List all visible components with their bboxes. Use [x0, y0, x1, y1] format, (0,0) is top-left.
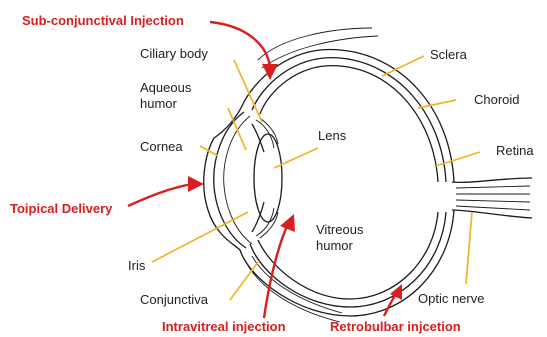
label-ciliary-body: Ciliary body	[140, 46, 208, 61]
label-conjunctiva: Conjunctiva	[140, 292, 209, 307]
label-subconjunctival-injection: Sub-conjunctival Injection	[22, 13, 184, 28]
cornea-inner	[224, 116, 252, 244]
label-aqueous-humor-line2: humor	[140, 96, 178, 111]
label-retrobulbar-injection: Retrobulbar injcetion	[330, 319, 461, 334]
leader-lines	[152, 56, 480, 300]
label-cornea: Cornea	[140, 139, 183, 154]
label-retina: Retina	[496, 143, 534, 158]
optic-nerve-shape	[452, 178, 532, 218]
label-vitreous-humor-line2: humor	[316, 238, 354, 253]
label-vitreous-humor-line1: Vitreous	[316, 222, 364, 237]
retina-wall	[258, 66, 438, 299]
eye-outline	[204, 28, 532, 322]
label-aqueous-humor-line1: Aqueous	[140, 80, 192, 95]
subconjunctival-arrowhead	[262, 64, 278, 80]
leader-conjunctiva	[230, 262, 258, 300]
optic-nerve-fibers	[456, 186, 530, 210]
leader-choroid	[418, 100, 456, 108]
topical-arrow	[128, 184, 192, 206]
label-choroid: Choroid	[474, 92, 520, 107]
label-lens: Lens	[318, 128, 347, 143]
lens-shape	[254, 134, 282, 222]
upper-eyelid-tissue	[258, 28, 372, 60]
label-intravitreal-injection: Intravitreal injection	[162, 319, 286, 334]
intravitreal-arrowhead	[280, 214, 295, 232]
upper-eyelid-tissue-inner	[262, 36, 378, 68]
label-sclera: Sclera	[430, 47, 468, 62]
sclera-wall	[204, 50, 454, 316]
label-optic-nerve: Optic nerve	[418, 291, 484, 306]
label-iris: Iris	[128, 258, 146, 273]
label-topical-delivery: Toipical Delivery	[10, 201, 113, 216]
subconjunctival-arrow	[210, 22, 270, 68]
delivery-arrows	[128, 22, 402, 318]
topical-arrowhead	[188, 176, 204, 192]
leader-sclera	[382, 56, 424, 76]
leader-optic-nerve	[466, 212, 472, 284]
